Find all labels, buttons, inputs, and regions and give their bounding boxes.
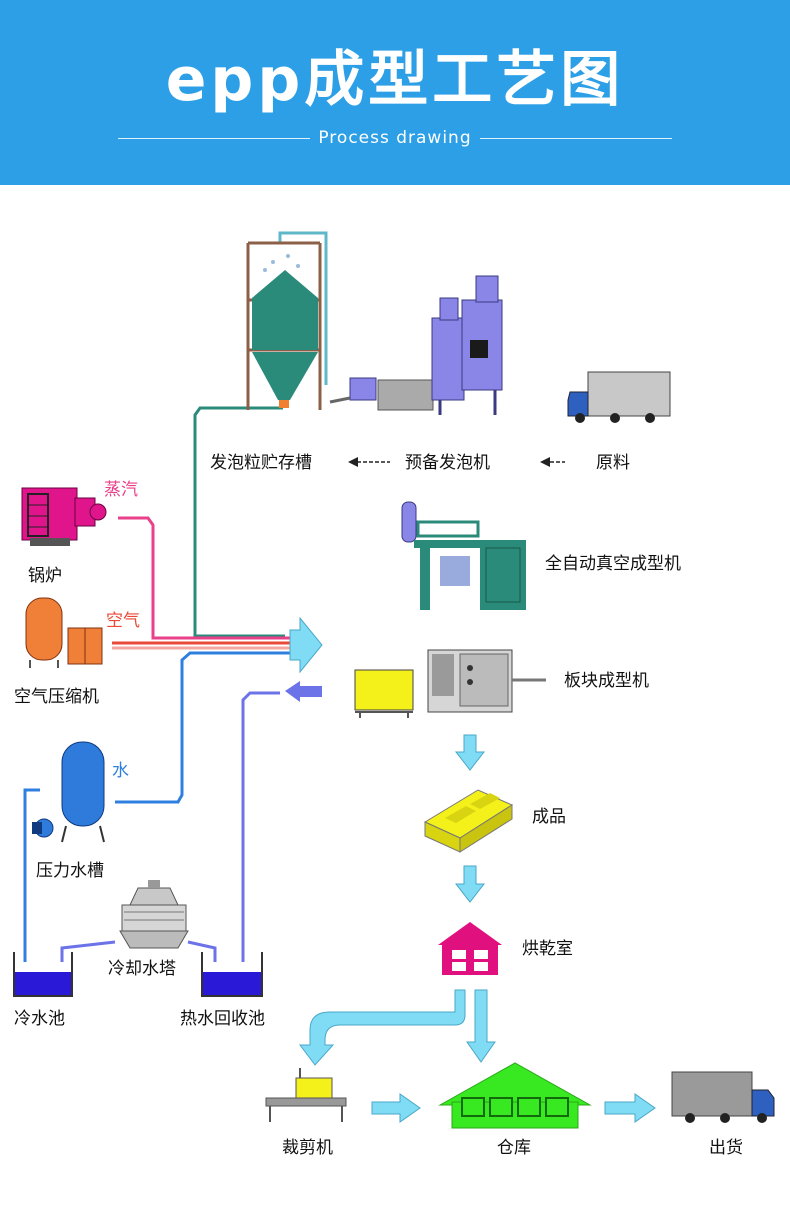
label-block-molding: 板块成型机 xyxy=(564,671,649,691)
cutter-machine xyxy=(265,1068,347,1122)
label-hot-pool: 热水回收池 xyxy=(180,1009,265,1029)
process-diagram xyxy=(13,231,775,1129)
label-shipping: 出货 xyxy=(709,1138,743,1158)
label-drying-room: 烘乾室 xyxy=(522,939,573,959)
tank-feed-pipe xyxy=(23,788,40,962)
pressure-tank-icon xyxy=(32,741,105,843)
page-title: epp成型工艺图 xyxy=(165,45,625,115)
label-boiler: 锅炉 xyxy=(28,566,62,586)
water-pipe xyxy=(115,651,290,804)
label-vacuum-molding: 全自动真空成型机 xyxy=(545,554,681,574)
flow-arrow-to-shipping xyxy=(604,1093,656,1123)
label-water: 水 xyxy=(112,761,129,781)
boiler-icon xyxy=(21,487,107,546)
title-divider-right xyxy=(480,138,672,139)
hot-water-pool xyxy=(201,952,263,997)
tower-pipe xyxy=(60,940,217,962)
finished-product-block xyxy=(423,789,514,853)
steam-pipe xyxy=(118,516,290,640)
label-raw-material: 原料 xyxy=(596,453,630,473)
flow-arrow-to-warehouse xyxy=(466,989,496,1063)
drying-room-icon xyxy=(438,922,502,975)
title-divider-left xyxy=(118,138,310,139)
label-air-compressor: 空气压缩机 xyxy=(14,687,99,707)
page-header: epp成型工艺图 Process drawing xyxy=(0,0,790,185)
return-pipe xyxy=(241,691,280,962)
label-pre-expander: 预备发泡机 xyxy=(405,453,490,473)
label-cooling-tower: 冷却水塔 xyxy=(108,959,176,979)
label-air: 空气 xyxy=(106,611,140,631)
block-molding-machine xyxy=(354,649,546,718)
flow-arrow-to-cutter xyxy=(299,989,466,1066)
vacuum-molding-machine xyxy=(401,501,526,610)
air-compressor-icon xyxy=(25,597,103,668)
label-finished-product: 成品 xyxy=(532,807,566,827)
feed-pipe xyxy=(278,231,328,385)
page-subtitle: Process drawing xyxy=(318,128,472,148)
label-pressure-tank: 压力水槽 xyxy=(36,861,104,881)
pre-expander-machine xyxy=(329,275,503,415)
raw-material-truck-icon xyxy=(567,371,671,423)
return-arrow xyxy=(285,681,322,702)
label-warehouse: 仓库 xyxy=(497,1138,531,1158)
cooling-tower-icon xyxy=(119,880,189,949)
flow-arrowhead xyxy=(540,457,550,467)
label-storage-tank: 发泡粒贮存槽 xyxy=(210,453,312,473)
label-cutter: 裁剪机 xyxy=(282,1138,333,1158)
flow-arrowhead xyxy=(348,457,358,467)
cold-water-pool xyxy=(13,952,73,997)
flow-arrow-to-warehouse-2 xyxy=(371,1093,421,1123)
flow-arrow-down-2 xyxy=(454,865,486,903)
label-cold-pool: 冷水池 xyxy=(14,1009,65,1029)
label-steam: 蒸汽 xyxy=(104,480,138,500)
warehouse-icon xyxy=(438,1062,592,1129)
flow-arrow-down-1 xyxy=(454,734,486,771)
shipping-truck-icon xyxy=(671,1071,775,1123)
storage-silo xyxy=(246,241,322,410)
inlet-arrow xyxy=(289,616,323,674)
silo-pipe xyxy=(193,406,285,638)
